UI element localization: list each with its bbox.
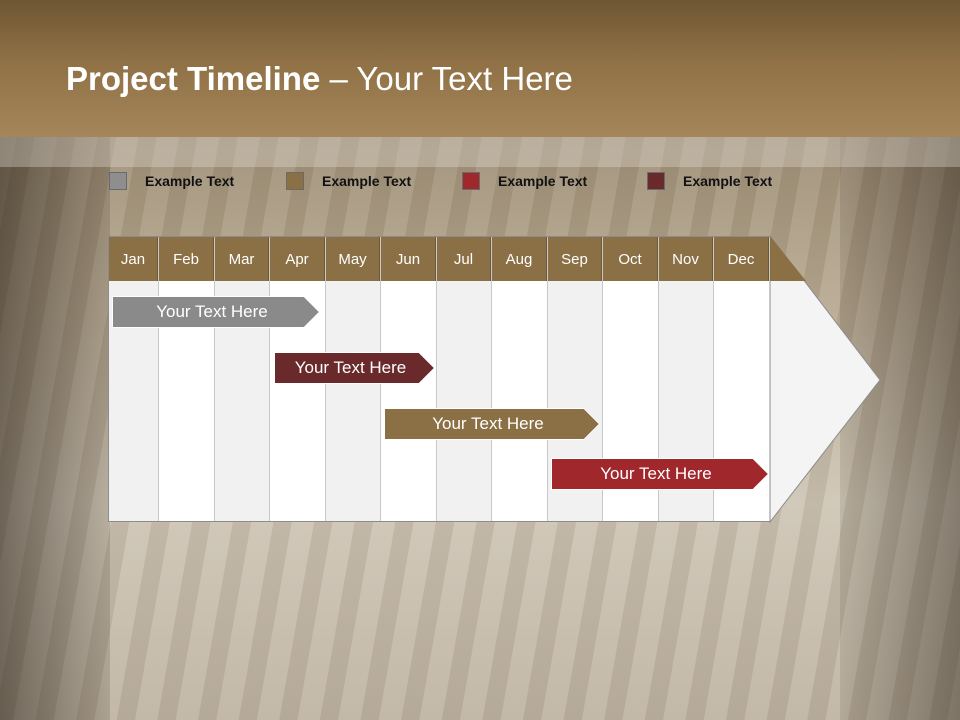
task-label-1: Your Text Here <box>156 302 268 321</box>
task-arrow-polygon-3 <box>384 408 600 440</box>
legend-item-1: Example Text <box>109 170 234 192</box>
background-shade-right <box>840 137 960 720</box>
month-header-aug: Aug <box>492 237 547 281</box>
page-title: Project Timeline – Your Text Here <box>66 60 573 98</box>
title-banner: Project Timeline – Your Text Here <box>0 0 960 137</box>
task-arrow-shape-2 <box>274 352 435 384</box>
month-header-jan: Jan <box>109 237 158 281</box>
month-header-sep: Sep <box>548 237 602 281</box>
month-column-feb: Feb <box>159 237 215 521</box>
month-header-may: May <box>326 237 380 281</box>
task-bar-1[interactable]: Your Text Here <box>112 296 320 328</box>
legend-label-2: Example Text <box>322 173 412 189</box>
task-label-2: Your Text Here <box>294 358 407 377</box>
legend-label-4: Example Text <box>683 173 773 189</box>
month-header-mar: Mar <box>215 237 269 281</box>
task-label-4: Your Text Here <box>600 464 712 483</box>
task-arrow-polygon-4 <box>551 458 769 490</box>
legend-item-4: Example Text <box>647 170 772 192</box>
background-shade-left <box>0 137 110 720</box>
month-header-apr: Apr <box>270 237 325 281</box>
month-header-jun: Jun <box>381 237 436 281</box>
task-arrow-shape-1 <box>112 296 320 328</box>
task-arrow-shape-3 <box>384 408 600 440</box>
task-arrow-polygon-1 <box>112 296 320 328</box>
month-header-jul: Jul <box>437 237 491 281</box>
month-header-feb: Feb <box>159 237 214 281</box>
task-bar-2[interactable]: Your Text Here <box>274 352 435 384</box>
task-bar-3[interactable]: Your Text Here <box>384 408 600 440</box>
legend-swatch-4 <box>647 172 665 190</box>
legend-label-3: Example Text <box>498 173 588 189</box>
legend-band <box>0 137 960 167</box>
legend-item-2: Example Text <box>286 170 411 192</box>
task-arrow-shape-4 <box>551 458 769 490</box>
month-column-mar: Mar <box>215 237 270 521</box>
legend-item-3: Example Text <box>462 170 587 192</box>
month-column-jan: Jan <box>109 237 159 521</box>
task-bar-4[interactable]: Your Text Here <box>551 458 769 490</box>
month-column-jul: Jul <box>437 237 492 521</box>
month-header-oct: Oct <box>603 237 658 281</box>
legend-swatch-3 <box>462 172 480 190</box>
month-column-aug: Aug <box>492 237 548 521</box>
title-rest: – Your Text Here <box>320 60 573 97</box>
task-label-3: Your Text Here <box>432 414 544 433</box>
legend-swatch-1 <box>109 172 127 190</box>
month-header-dec: Dec <box>714 237 769 281</box>
legend-label-1: Example Text <box>145 173 235 189</box>
legend-swatch-2 <box>286 172 304 190</box>
month-header-nov: Nov <box>659 237 713 281</box>
title-bold: Project Timeline <box>66 60 321 97</box>
task-arrow-polygon-2 <box>274 352 435 384</box>
